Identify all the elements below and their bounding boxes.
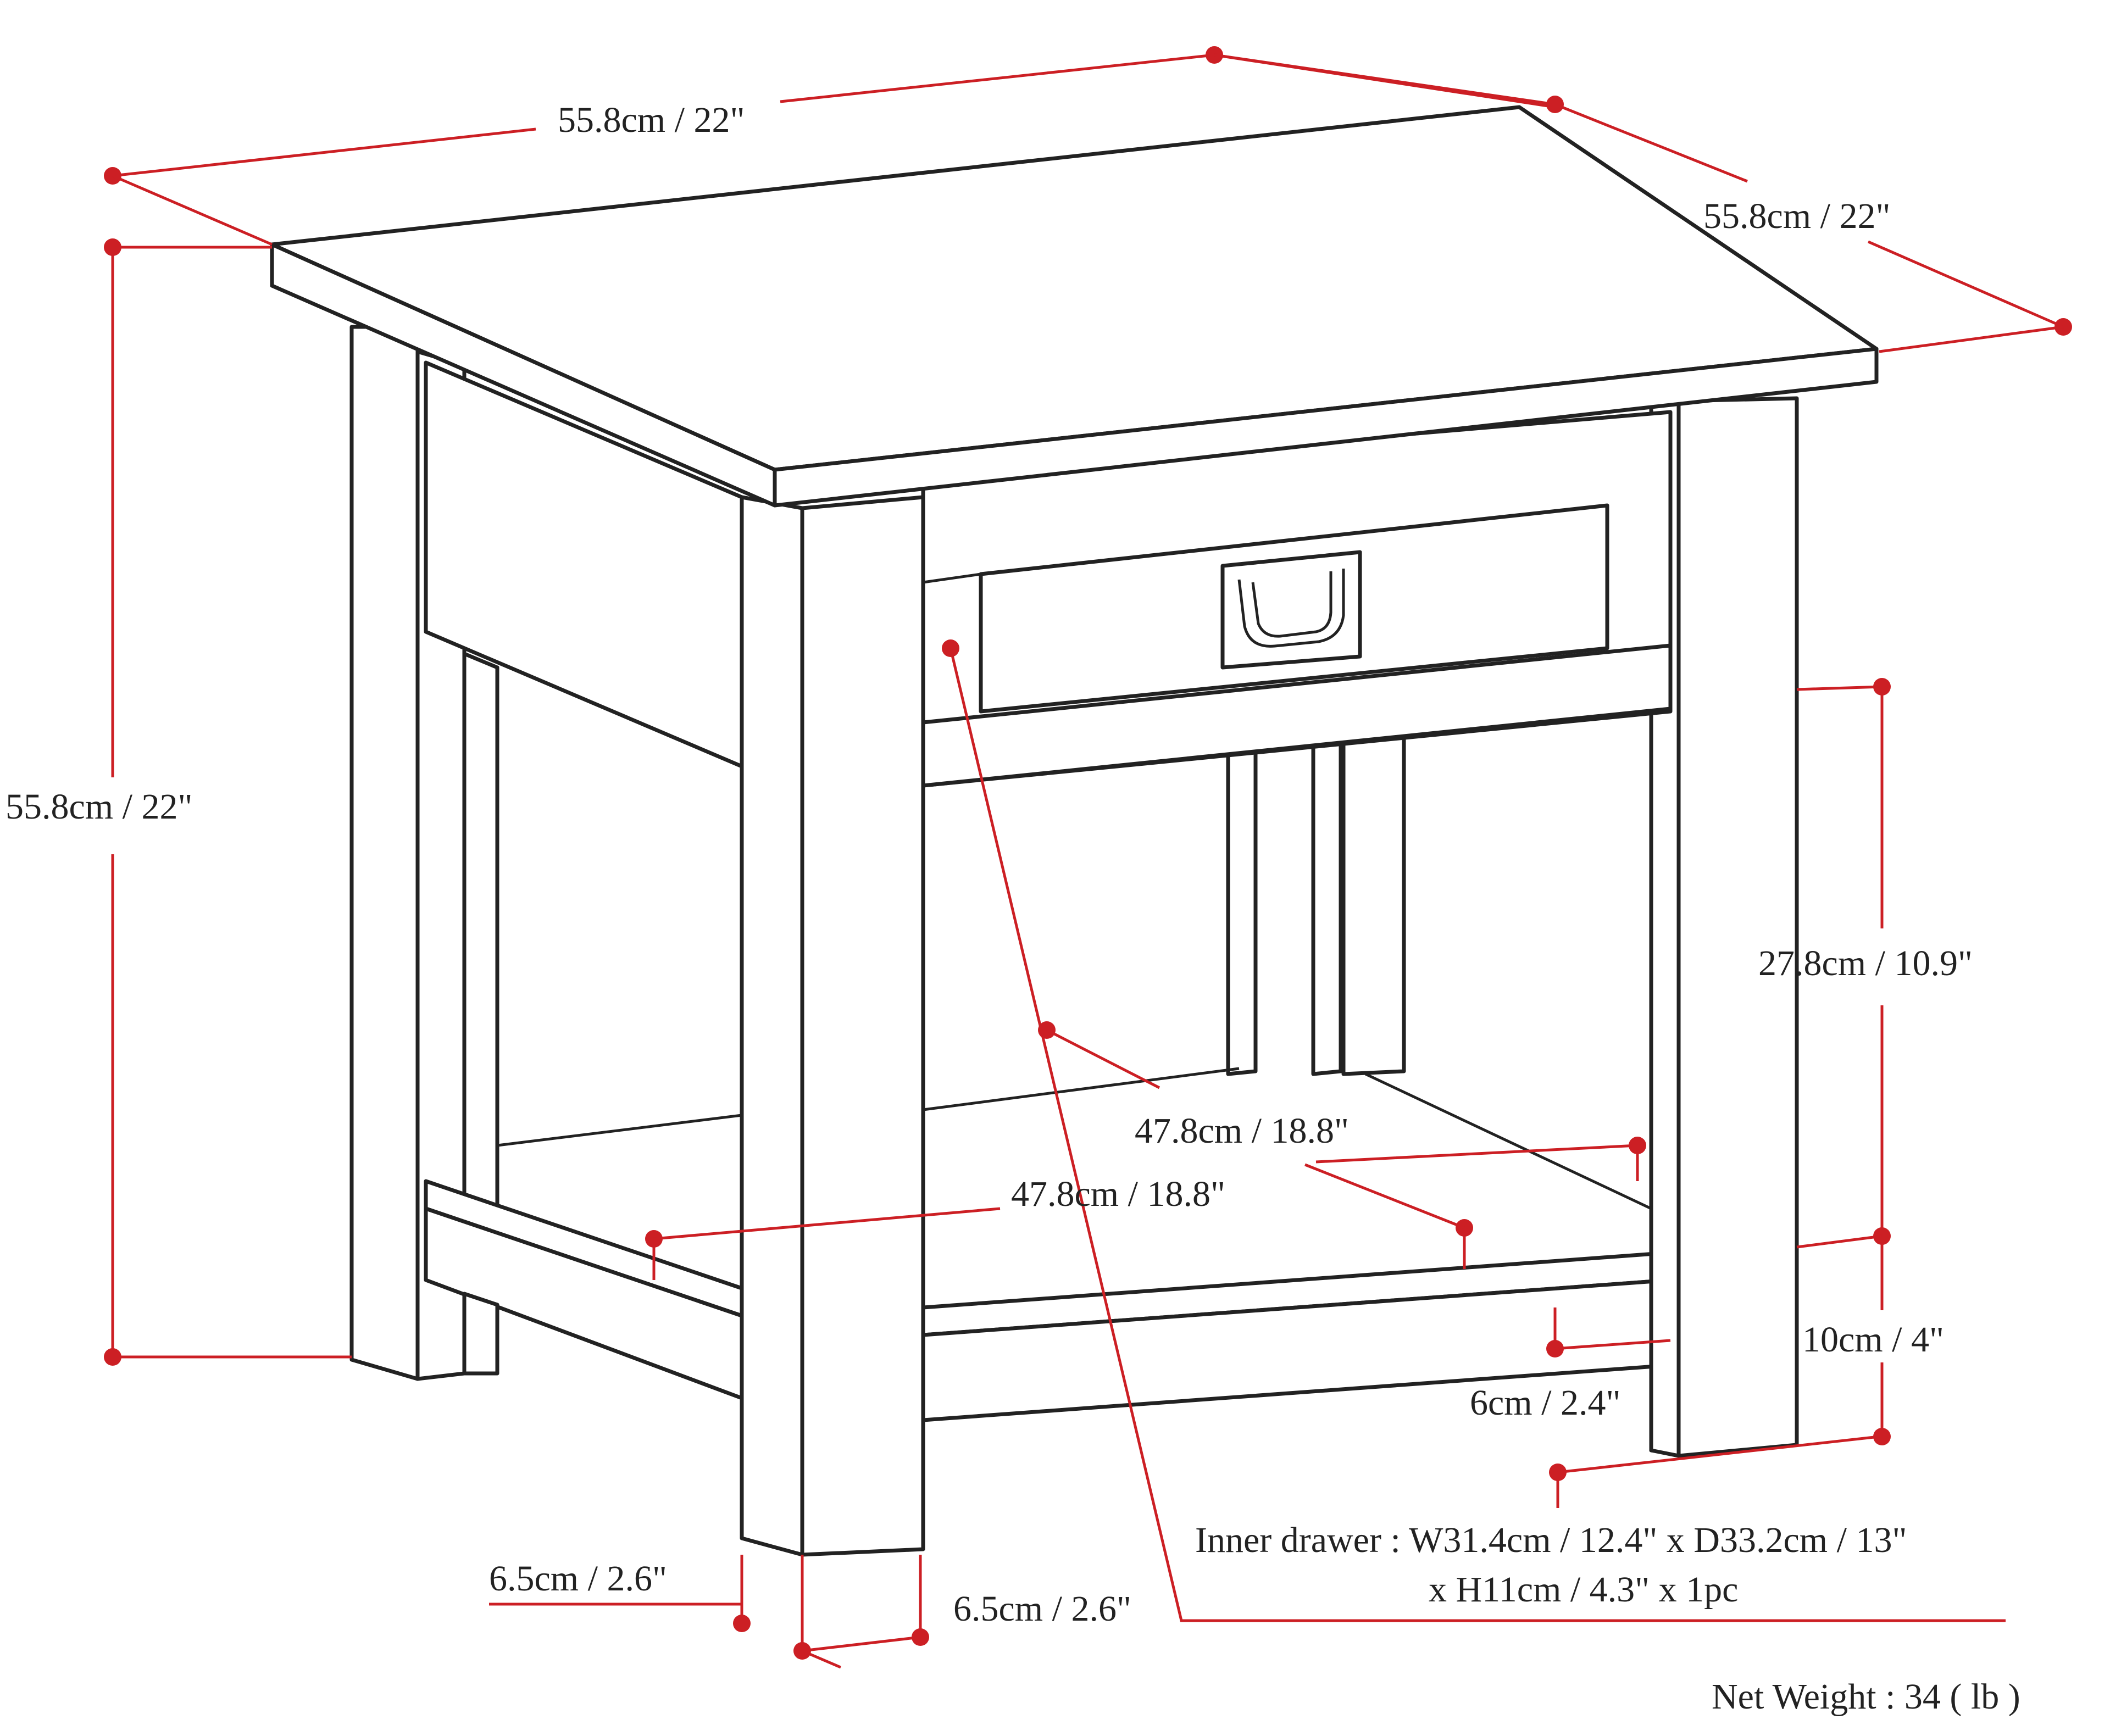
back-center-stile-right — [1341, 731, 1406, 1076]
leg-width-left-label: 6.5cm / 2.6" — [489, 1559, 667, 1599]
drawer-handle-icon — [1220, 550, 1362, 670]
net-weight-label: Net Weight : 34 ( lb ) — [1712, 1677, 2020, 1717]
shelf-depth-label: 47.8cm / 18.8" — [1135, 1111, 1349, 1151]
inner-drawer-line2: x H11cm / 4.3" x 1pc — [1429, 1570, 1738, 1610]
back-center-stile-left — [1226, 739, 1258, 1076]
side-gap-height-label: 27.8cm / 10.9" — [1758, 943, 1973, 983]
shelf-right-back-edge — [1364, 1072, 1652, 1210]
shelf-rail-label: 6cm / 2.4" — [1470, 1383, 1620, 1423]
shelf-back-edge — [497, 1114, 742, 1147]
inner-drawer-line1: Inner drawer : W31.4cm / 12.4" x D33.2cm… — [1195, 1520, 1907, 1560]
table-top-front-edge — [773, 347, 1879, 508]
leg-width-right-label: 6.5cm / 2.6" — [953, 1589, 1131, 1629]
front-left-leg — [800, 495, 925, 1557]
dimension-lines — [104, 46, 2072, 1669]
front-left-leg-side — [740, 495, 804, 1557]
dimension-labels: 55.8cm / 22" 55.8cm / 22" 55.8cm / 22" 2… — [5, 100, 2020, 1717]
front-right-leg — [1676, 396, 1799, 1458]
shelf-width-label: 47.8cm / 18.8" — [1011, 1174, 1225, 1214]
total-height-label: 55.8cm / 22" — [5, 787, 192, 827]
shelf-back-edge-front — [923, 1067, 1240, 1111]
top-width-label: 55.8cm / 22" — [558, 100, 745, 140]
end-table-drawing — [270, 105, 1879, 1557]
drawer-left-shadow — [923, 572, 981, 584]
shelf-clearance-label: 10cm / 4" — [1802, 1320, 1944, 1360]
top-depth-label: 55.8cm / 22" — [1703, 196, 1890, 236]
back-left-leg — [349, 325, 420, 1381]
left-shelf-rail-foot — [462, 1292, 499, 1376]
back-center-stile-mid — [1311, 734, 1343, 1076]
